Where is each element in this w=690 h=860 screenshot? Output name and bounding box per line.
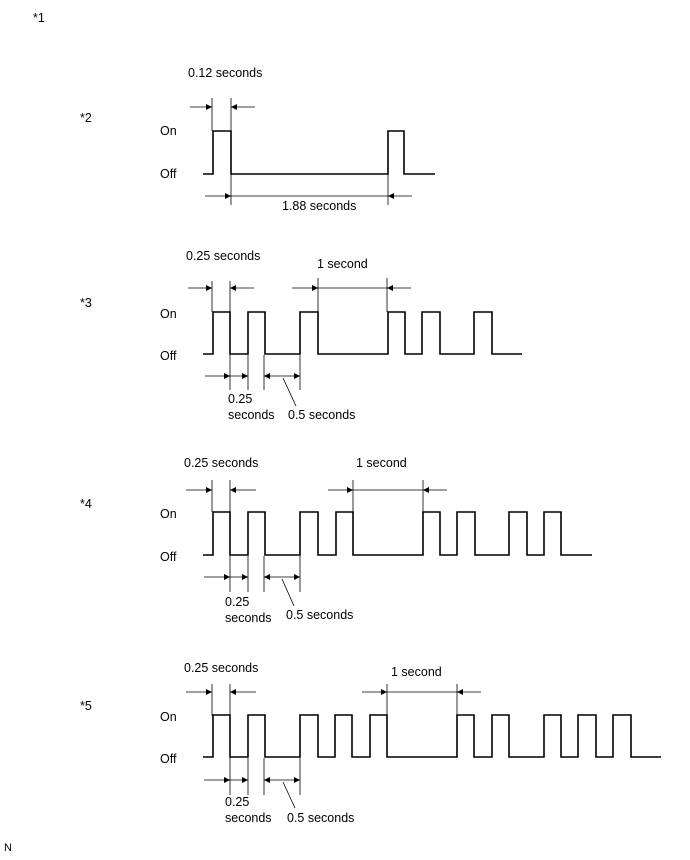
diagram-marker: *2 [80,111,92,125]
on-label: On [160,124,177,138]
gap-label: 0.5 seconds [288,408,355,422]
figure-marker: *1 [33,11,45,25]
low-width-label-line2: seconds [228,408,275,422]
pulse-width-label: 0.25 seconds [186,249,260,263]
pause-label: 1 second [317,257,368,271]
diagram-5: *5 On Off 0.25 seconds 1 second 0.25 sec… [80,661,661,825]
low-width-label-line1: 0.25 [225,595,249,609]
diagram-2: *2 On Off 0.12 seconds 1.88 seconds [80,66,435,213]
diagram-4: *4 On Off 0.25 seconds 1 second 0.25 sec… [80,456,592,625]
pulse-width-label: 0.25 seconds [184,456,258,470]
off-label: Off [160,167,177,181]
gap-label: 0.5 seconds [286,608,353,622]
corner-label: N [4,842,12,854]
low-width-label-line2: seconds [225,611,272,625]
on-label: On [160,507,177,521]
diagram-3: *3 On Off 0.25 seconds 1 second 0.25 sec… [80,249,522,422]
gap-label: 1.88 seconds [282,199,356,213]
diagram-marker: *5 [80,699,92,713]
on-label: On [160,710,177,724]
pause-label: 1 second [391,665,442,679]
diagram-marker: *3 [80,296,92,310]
pause-label: 1 second [356,456,407,470]
pulse-width-label: 0.12 seconds [188,66,262,80]
diagram-marker: *4 [80,497,92,511]
on-label: On [160,307,177,321]
off-label: Off [160,550,177,564]
gap-label: 0.5 seconds [287,811,354,825]
off-label: Off [160,349,177,363]
off-label: Off [160,752,177,766]
low-width-label-line1: 0.25 [228,392,252,406]
low-width-label-line2: seconds [225,811,272,825]
pulse-width-label: 0.25 seconds [184,661,258,675]
low-width-label-line1: 0.25 [225,795,249,809]
